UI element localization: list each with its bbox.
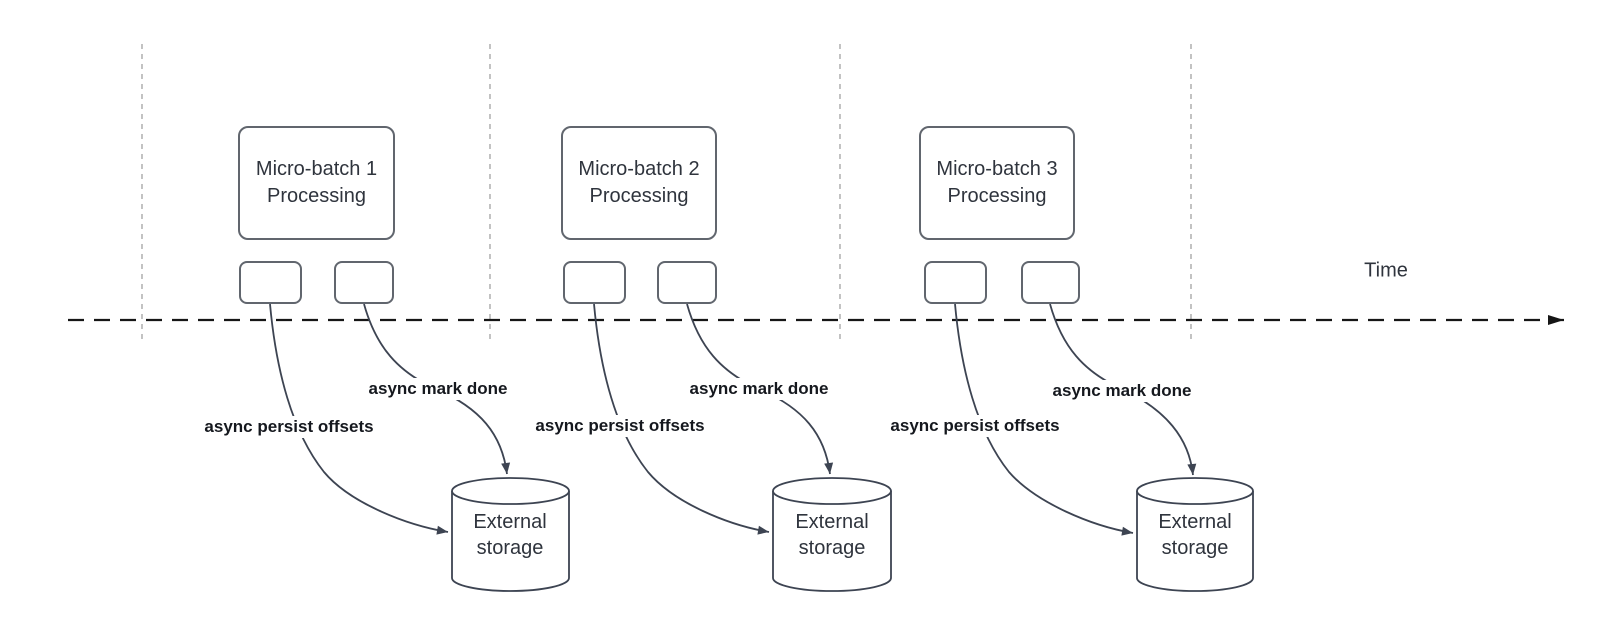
storage-cylinder-1 bbox=[451, 477, 570, 592]
storage-label-line1: External bbox=[1158, 511, 1232, 533]
done-port-1 bbox=[334, 261, 394, 304]
mark-done-label-1: async mark done bbox=[365, 378, 511, 400]
mark-done-label-2: async mark done bbox=[686, 378, 832, 400]
storage-cylinder-2 bbox=[772, 477, 892, 592]
micro-batch-title-line2: Processing bbox=[947, 185, 1047, 207]
mark-done-label-3: async mark done bbox=[1049, 380, 1195, 402]
persist-offsets-label-3: async persist offsets bbox=[887, 415, 1063, 437]
external-storage-label-2: External storage bbox=[767, 509, 897, 561]
micro-batch-box-2: Micro-batch 2 Processing bbox=[561, 126, 717, 240]
storage-label-line2: storage bbox=[1161, 537, 1229, 559]
micro-batch-title-line1: Micro-batch 1 bbox=[255, 158, 378, 180]
storage-label-line2: storage bbox=[476, 537, 544, 559]
external-storage-label-1: External storage bbox=[445, 509, 575, 561]
micro-batch-title-line2: Processing bbox=[267, 185, 366, 207]
persist-offsets-label-1: async persist offsets bbox=[201, 416, 377, 438]
storage-label-line1: External bbox=[473, 511, 547, 533]
time-axis-label: Time bbox=[1364, 259, 1408, 282]
done-port-3 bbox=[1021, 261, 1080, 304]
storage-cylinder-3 bbox=[1136, 477, 1254, 592]
micro-batch-title-line1: Micro-batch 2 bbox=[578, 158, 700, 180]
done-port-2 bbox=[657, 261, 717, 304]
storage-label-line1: External bbox=[795, 511, 869, 533]
persist-offsets-label-2: async persist offsets bbox=[532, 415, 708, 437]
persist-offsets-arrow-3 bbox=[954, 303, 1134, 536]
offset-port-2 bbox=[563, 261, 626, 304]
offset-port-3 bbox=[924, 261, 987, 304]
persist-offsets-arrow-1 bbox=[269, 303, 449, 535]
persist-offsets-arrow-2 bbox=[593, 303, 770, 535]
micro-batch-box-3: Micro-batch 3 Processing bbox=[919, 126, 1075, 240]
external-storage-label-3: External storage bbox=[1130, 509, 1260, 561]
offset-port-1 bbox=[239, 261, 302, 304]
storage-label-line2: storage bbox=[798, 537, 866, 559]
micro-batch-title-line2: Processing bbox=[589, 185, 689, 207]
micro-batch-title-line1: Micro-batch 3 bbox=[936, 158, 1058, 180]
micro-batch-box-1: Micro-batch 1 Processing bbox=[238, 126, 395, 240]
